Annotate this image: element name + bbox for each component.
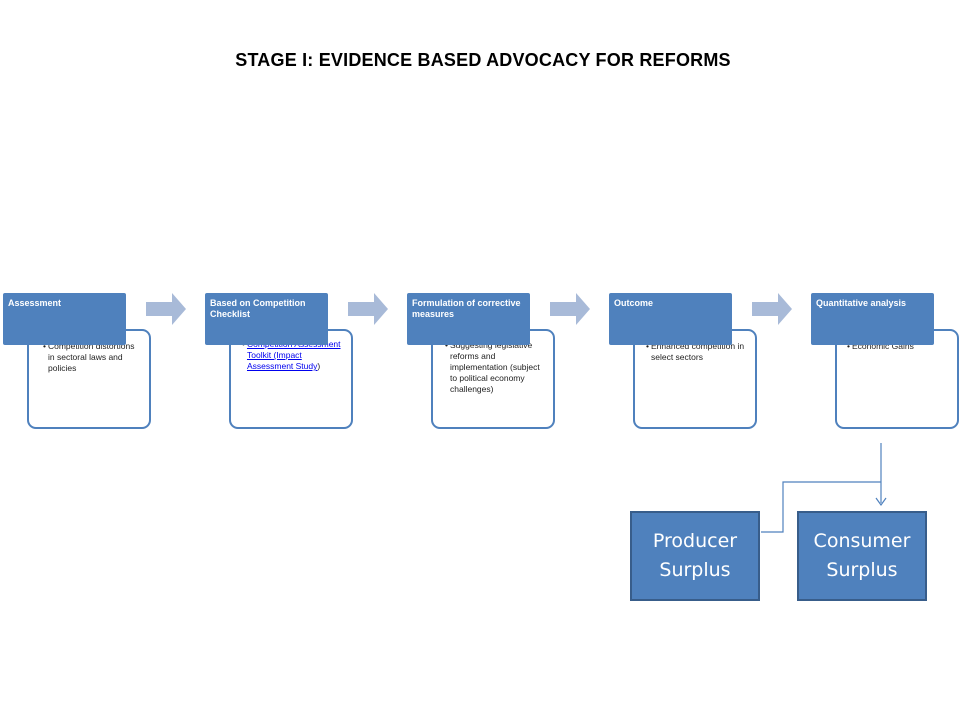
bullet-icon: • [43, 341, 46, 351]
consumer-surplus-line1: Consumer [813, 530, 911, 552]
step-2-text-suffix: ) [317, 361, 321, 371]
step-5-content-box: • Economic Gains [835, 329, 959, 429]
step-1-text: Competition distortions in sectoral laws… [47, 341, 135, 373]
step-2-header: Based on Competition Checklist [205, 293, 328, 345]
producer-surplus-box: Producer Surplus [630, 511, 760, 601]
producer-surplus-line1: Producer [652, 530, 738, 552]
step-3-header: Formulation of corrective measures [407, 293, 530, 345]
slide-title: STAGE I: EVIDENCE BASED ADVOCACY FOR REF… [235, 50, 731, 70]
step-1-content-box: • Competition distortions in sectoral la… [27, 329, 151, 429]
step-1-header: Assessment [3, 293, 126, 345]
step-5-header: Quantitative analysis [811, 293, 934, 345]
step-4-header: Outcome [609, 293, 732, 345]
consumer-surplus-box: Consumer Surplus [797, 511, 927, 601]
bullet-icon: • [646, 341, 649, 351]
process-arrow-icon [146, 293, 186, 325]
step-5-text: Economic Gains [851, 341, 914, 351]
process-arrow-icon [752, 293, 792, 325]
producer-surplus-line2: Surplus [659, 559, 731, 581]
step-4-text: Enhanced competition in select sectors [650, 341, 745, 362]
process-arrow-icon [348, 293, 388, 325]
consumer-surplus-line2: Surplus [826, 559, 898, 581]
step-3-text: Suggesting legislative reforms and imple… [449, 340, 540, 394]
step-3-content-box: • Suggesting legislative reforms and imp… [431, 329, 555, 429]
bullet-icon: • [445, 340, 448, 350]
bullet-icon: • [847, 341, 850, 351]
process-arrow-icon [550, 293, 590, 325]
